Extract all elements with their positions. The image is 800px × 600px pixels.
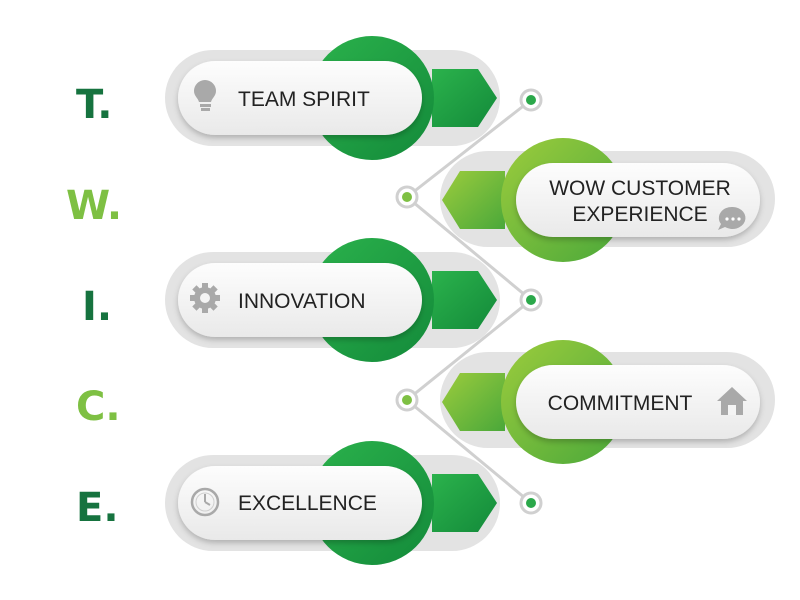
item-commitment: COMMITMENT (440, 340, 775, 464)
item-wow-customer-experience: WOW CUSTOMER EXPERIENCE (440, 138, 775, 262)
node-dot (395, 185, 419, 209)
letter-e: E. (76, 485, 119, 531)
item-label-line1: WOW CUSTOMER (549, 177, 731, 200)
item-label: COMMITMENT (548, 392, 693, 415)
item-label: EXCELLENCE (238, 492, 377, 515)
clock-icon (190, 487, 220, 517)
home-icon (717, 387, 747, 415)
letter-i: I. (82, 284, 112, 330)
item-team-spirit: TEAM SPIRIT (165, 36, 500, 160)
item-label-line2: EXPERIENCE (572, 203, 707, 226)
chat-bubble-icon (718, 206, 746, 230)
node-dot (519, 288, 543, 312)
item-label: INNOVATION (238, 290, 366, 313)
node-dot (519, 88, 543, 112)
letter-t: T. (76, 82, 112, 128)
lightbulb-icon (194, 80, 216, 111)
connector-nodes (395, 88, 543, 515)
item-innovation: INNOVATION (165, 238, 500, 362)
acronym-letters: T. W. I. C. E. (66, 82, 122, 531)
item-excellence: EXCELLENCE (165, 441, 500, 565)
letter-c: C. (76, 384, 121, 430)
node-dot (395, 388, 419, 412)
node-dot (519, 491, 543, 515)
gear-icon (190, 283, 220, 313)
letter-w: W. (66, 183, 122, 229)
item-label: TEAM SPIRIT (238, 88, 370, 111)
